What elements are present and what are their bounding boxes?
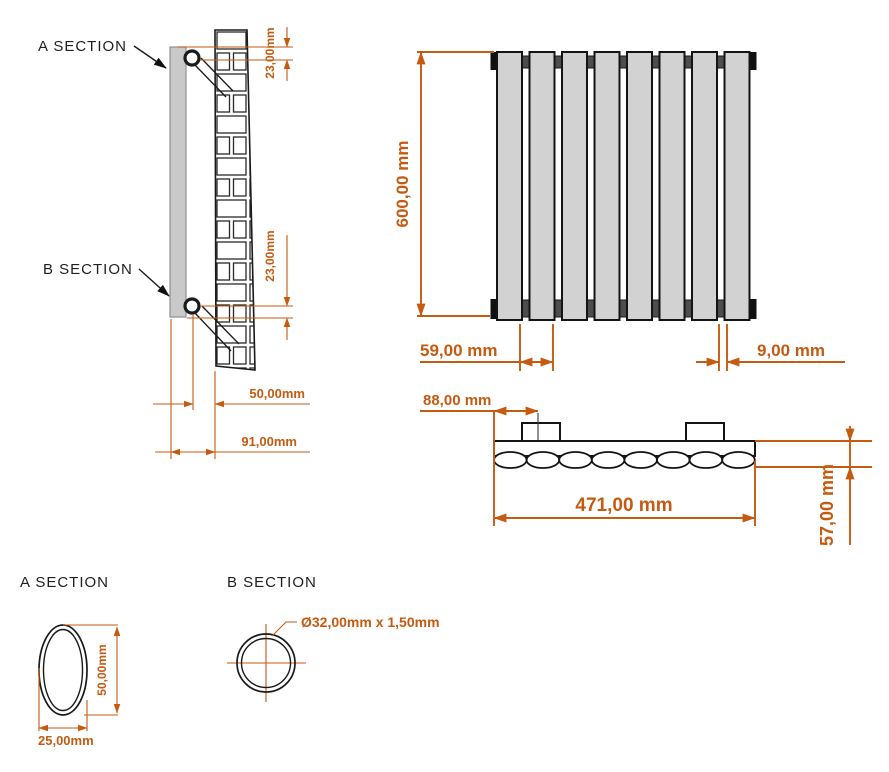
wall-bracket: [685, 422, 725, 442]
dim-section-a-height: 50,00mm: [63, 624, 121, 716]
dim-section-a-width-value: 25,00mm: [38, 733, 94, 748]
dim-height-value: 600,00 mm: [393, 141, 412, 228]
dim-panel-pitch-value: 59,00 mm: [420, 341, 498, 360]
dim-top-bracket: 23,00mm: [178, 27, 293, 81]
brick-wall: [214, 29, 256, 371]
radiator-panel: [723, 51, 751, 321]
section-a-view: A SECTION 50,00mm 25,00mm: [20, 574, 121, 748]
collector-cap: [749, 52, 757, 70]
b-section-callout-label: B SECTION: [43, 261, 133, 278]
round-tube-inner: [240, 637, 292, 689]
collector-cap: [490, 52, 498, 70]
bracket-arm-line: [200, 57, 234, 92]
radiator-panel: [691, 51, 718, 321]
tube-ellipse: [623, 451, 658, 469]
dim-total-depth: 91,00mm: [155, 434, 310, 456]
side-view: A SECTION B SECTION 23,00mm 23,00mm: [38, 27, 310, 459]
radiator-panel: [593, 51, 621, 321]
tube-ellipse: [721, 451, 756, 469]
radiator-panel: [658, 51, 686, 321]
dim-wall-gap: 50,00mm: [153, 314, 310, 459]
wall-bracket: [521, 422, 561, 442]
bracket-arm-line: [193, 63, 227, 98]
radiator-side-panel: [169, 46, 187, 318]
oval-tube-inner: [42, 628, 84, 712]
radiator-panel: [496, 51, 523, 321]
collector-cap: [749, 299, 757, 319]
a-section-leader-arrow: [133, 45, 167, 69]
dim-section-a-height-value: 50,00mm: [95, 644, 109, 695]
top-view: 88,00 mm 471,00 mm 57,00 mm: [420, 392, 872, 546]
dim-top-bracket-value: 23,00mm: [263, 27, 277, 78]
bracket-tube-b: [183, 297, 201, 315]
collector-cap: [490, 299, 498, 319]
section-a-title: A SECTION: [20, 574, 109, 591]
radiator-panel: [561, 51, 588, 321]
front-view: 600,00 mm 59,00 mm 9,00 mm: [393, 51, 845, 371]
dim-total-width: 471,00 mm: [493, 461, 756, 526]
dim-panel-gap: 9,00 mm: [696, 324, 845, 371]
dim-section-a-width: 25,00mm: [38, 668, 94, 748]
tube-ellipse: [656, 451, 691, 469]
tube-ellipse: [493, 451, 528, 469]
dim-depth-value: 57,00 mm: [817, 464, 837, 546]
tube-dim-leader: [271, 621, 297, 637]
radiator-panel: [528, 51, 556, 321]
radiator-panels: [496, 51, 751, 321]
dim-bracket-offset: 88,00 mm: [420, 392, 539, 461]
tube-ellipse: [558, 451, 593, 469]
dim-total-depth-value: 91,00mm: [241, 434, 297, 449]
section-b-title: B SECTION: [227, 574, 317, 591]
section-b-view: B SECTION Ø32,00mm x 1,50mm: [227, 574, 440, 702]
round-tube-outer: [236, 633, 296, 693]
dim-bottom-bracket: 23,00mm: [187, 230, 293, 340]
dim-bracket-offset-value: 88,00 mm: [423, 392, 491, 409]
radiator-panel: [626, 51, 653, 321]
tube-ellipse: [688, 451, 724, 469]
tube-ellipses: [493, 451, 756, 469]
tube-ellipse: [590, 451, 626, 469]
a-section-callout-label: A SECTION: [38, 38, 127, 55]
dim-height: 600,00 mm: [393, 51, 494, 317]
dim-total-width-value: 471,00 mm: [575, 495, 672, 516]
b-section-leader-arrow: [138, 268, 170, 297]
bracket-tube-a: [183, 49, 201, 67]
dim-panel-gap-value: 9,00 mm: [757, 341, 825, 360]
dim-bottom-bracket-value: 23,00mm: [263, 230, 277, 281]
oval-tube-outer: [38, 624, 88, 716]
dim-section-b-tube-value: Ø32,00mm x 1,50mm: [301, 614, 440, 630]
tube-ellipse: [525, 451, 561, 469]
dim-depth: 57,00 mm: [755, 426, 872, 546]
dim-panel-pitch: 59,00 mm: [420, 324, 554, 371]
bracket-arm-line: [201, 305, 240, 345]
dim-wall-gap-value: 50,00mm: [249, 386, 305, 401]
